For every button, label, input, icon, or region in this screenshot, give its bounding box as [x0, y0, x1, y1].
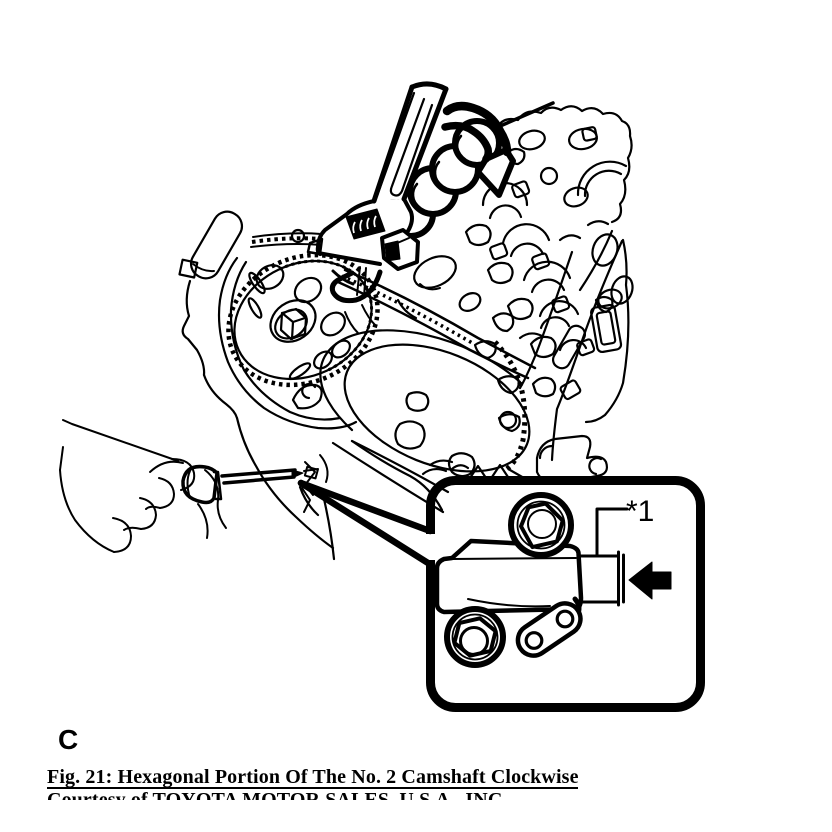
svg-text:*1: *1: [626, 495, 654, 528]
